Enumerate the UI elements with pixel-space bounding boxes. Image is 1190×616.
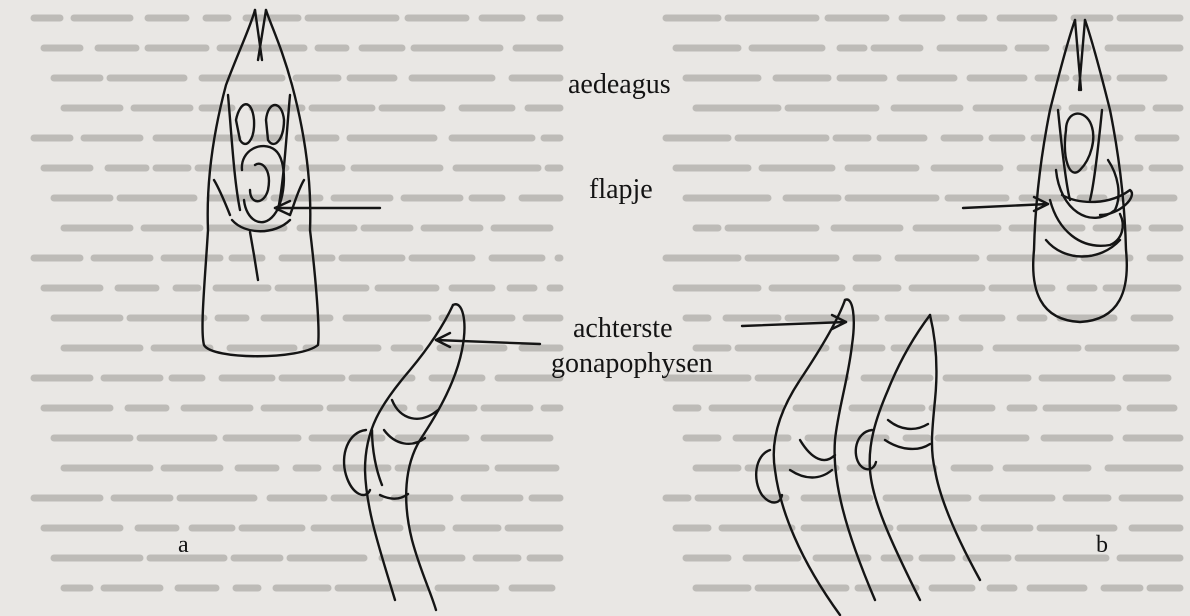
label-gonapophysen: gonapophysen [551, 348, 713, 380]
panel-label-b: b [1096, 532, 1108, 559]
background-text-lines [34, 18, 1180, 588]
label-aedeagus: aedeagus [568, 69, 671, 101]
panel-label-a: a [178, 532, 189, 559]
label-achterste: achterste [573, 313, 673, 345]
aedeagus-drawing-a [203, 10, 319, 356]
label-flapje: flapje [589, 174, 653, 206]
